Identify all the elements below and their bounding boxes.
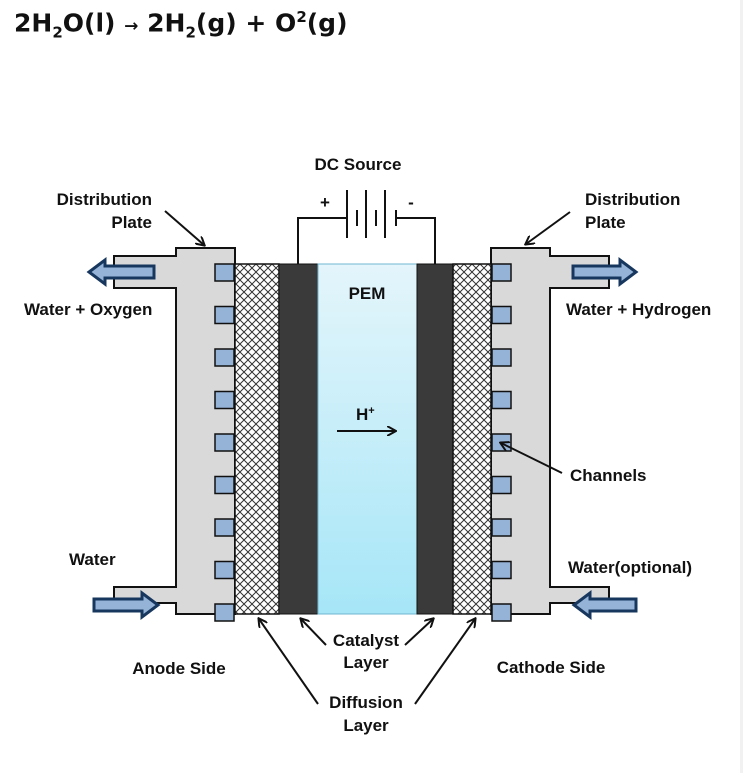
wire-positive — [297, 217, 346, 265]
callout-arrow-diffusion-left — [259, 619, 319, 705]
catalyst-layer-right — [416, 263, 454, 615]
reaction-equation: 2H2O(l) → 2H2(g) + O2(g) — [14, 8, 348, 41]
callout-arrow-plate-right — [526, 211, 571, 244]
label-proton: H+ — [356, 405, 375, 424]
label-distribution-plate-left-2: Plate — [111, 213, 152, 232]
channels-left — [214, 263, 235, 622]
label-pem: PEM — [349, 284, 386, 303]
channel — [214, 560, 235, 580]
equation-product-oxygen-state: (g) — [306, 8, 348, 38]
label-anode-side: Anode Side — [132, 659, 226, 678]
label-cathode-side: Cathode Side — [497, 658, 606, 677]
equation-superscript: 2 — [296, 8, 307, 26]
callout-arrow-catalyst-left — [301, 619, 327, 646]
callout-arrow-channels — [501, 443, 563, 474]
channel — [214, 390, 235, 410]
equation-product-hydrogen-state: (g) — [195, 8, 237, 38]
page-edge — [740, 0, 743, 773]
label-catalyst-layer-2: Layer — [343, 653, 389, 672]
battery-icon — [346, 190, 397, 238]
label-diffusion-layer-2: Layer — [343, 716, 389, 735]
channel — [214, 603, 235, 622]
arrow-water-hydrogen-out — [571, 257, 639, 287]
label-distribution-plate-right-2: Plate — [585, 213, 626, 232]
channel — [214, 263, 235, 282]
label-catalyst-layer-1: Catalyst — [333, 631, 399, 650]
callout-arrow-diffusion-right — [414, 619, 475, 705]
arrow-water-optional-in — [571, 590, 638, 620]
label-water-in: Water — [69, 550, 116, 569]
label-diffusion-layer-1: Diffusion — [329, 693, 403, 712]
label-negative-terminal: - — [408, 193, 414, 212]
channel — [214, 433, 235, 452]
equation-subscript: 2 — [185, 23, 196, 42]
channel — [491, 263, 512, 282]
label-distribution-plate-left-1: Distribution — [57, 190, 152, 209]
label-water-optional: Water(optional) — [568, 558, 692, 577]
equation-product-hydrogen: 2H — [147, 8, 186, 38]
channel — [214, 518, 235, 537]
channel — [491, 560, 512, 580]
catalyst-layer-left — [278, 263, 319, 615]
equation-arrow: → — [124, 16, 139, 37]
proton-charge: + — [368, 405, 374, 417]
label-channels: Channels — [570, 466, 647, 485]
callout-arrow-plate-left — [164, 210, 204, 245]
diffusion-layer-left — [234, 263, 280, 615]
pem-membrane — [317, 263, 418, 615]
label-dc-source: DC Source — [315, 155, 402, 174]
label-water-oxygen: Water + Oxygen — [24, 300, 152, 319]
cathode-plate — [490, 247, 610, 615]
proton-symbol: H — [356, 405, 368, 424]
equation-reactant-state: O(l) — [62, 8, 116, 38]
label-water-hydrogen: Water + Hydrogen — [566, 300, 711, 319]
channels-right — [491, 263, 512, 622]
channel — [214, 305, 235, 325]
callout-arrow-catalyst-right — [404, 619, 433, 646]
channel — [491, 475, 512, 495]
equation-product-oxygen: O — [275, 8, 297, 38]
equation-plus: + — [245, 8, 267, 38]
label-positive-terminal: + — [320, 193, 330, 212]
diffusion-layer-right — [452, 263, 492, 615]
label-distribution-plate-right-1: Distribution — [585, 190, 680, 209]
channel — [214, 348, 235, 367]
arrow-water-oxygen-out — [86, 257, 156, 287]
equation-reactant: 2H — [14, 8, 53, 38]
arrow-water-in — [92, 590, 161, 620]
channel — [491, 305, 512, 325]
wire-negative — [397, 217, 436, 265]
channel — [491, 603, 512, 622]
channel — [491, 390, 512, 410]
channel — [491, 348, 512, 367]
equation-subscript: 2 — [52, 23, 63, 42]
channel — [491, 518, 512, 537]
channel — [214, 475, 235, 495]
dc-source-circuit — [297, 190, 436, 265]
